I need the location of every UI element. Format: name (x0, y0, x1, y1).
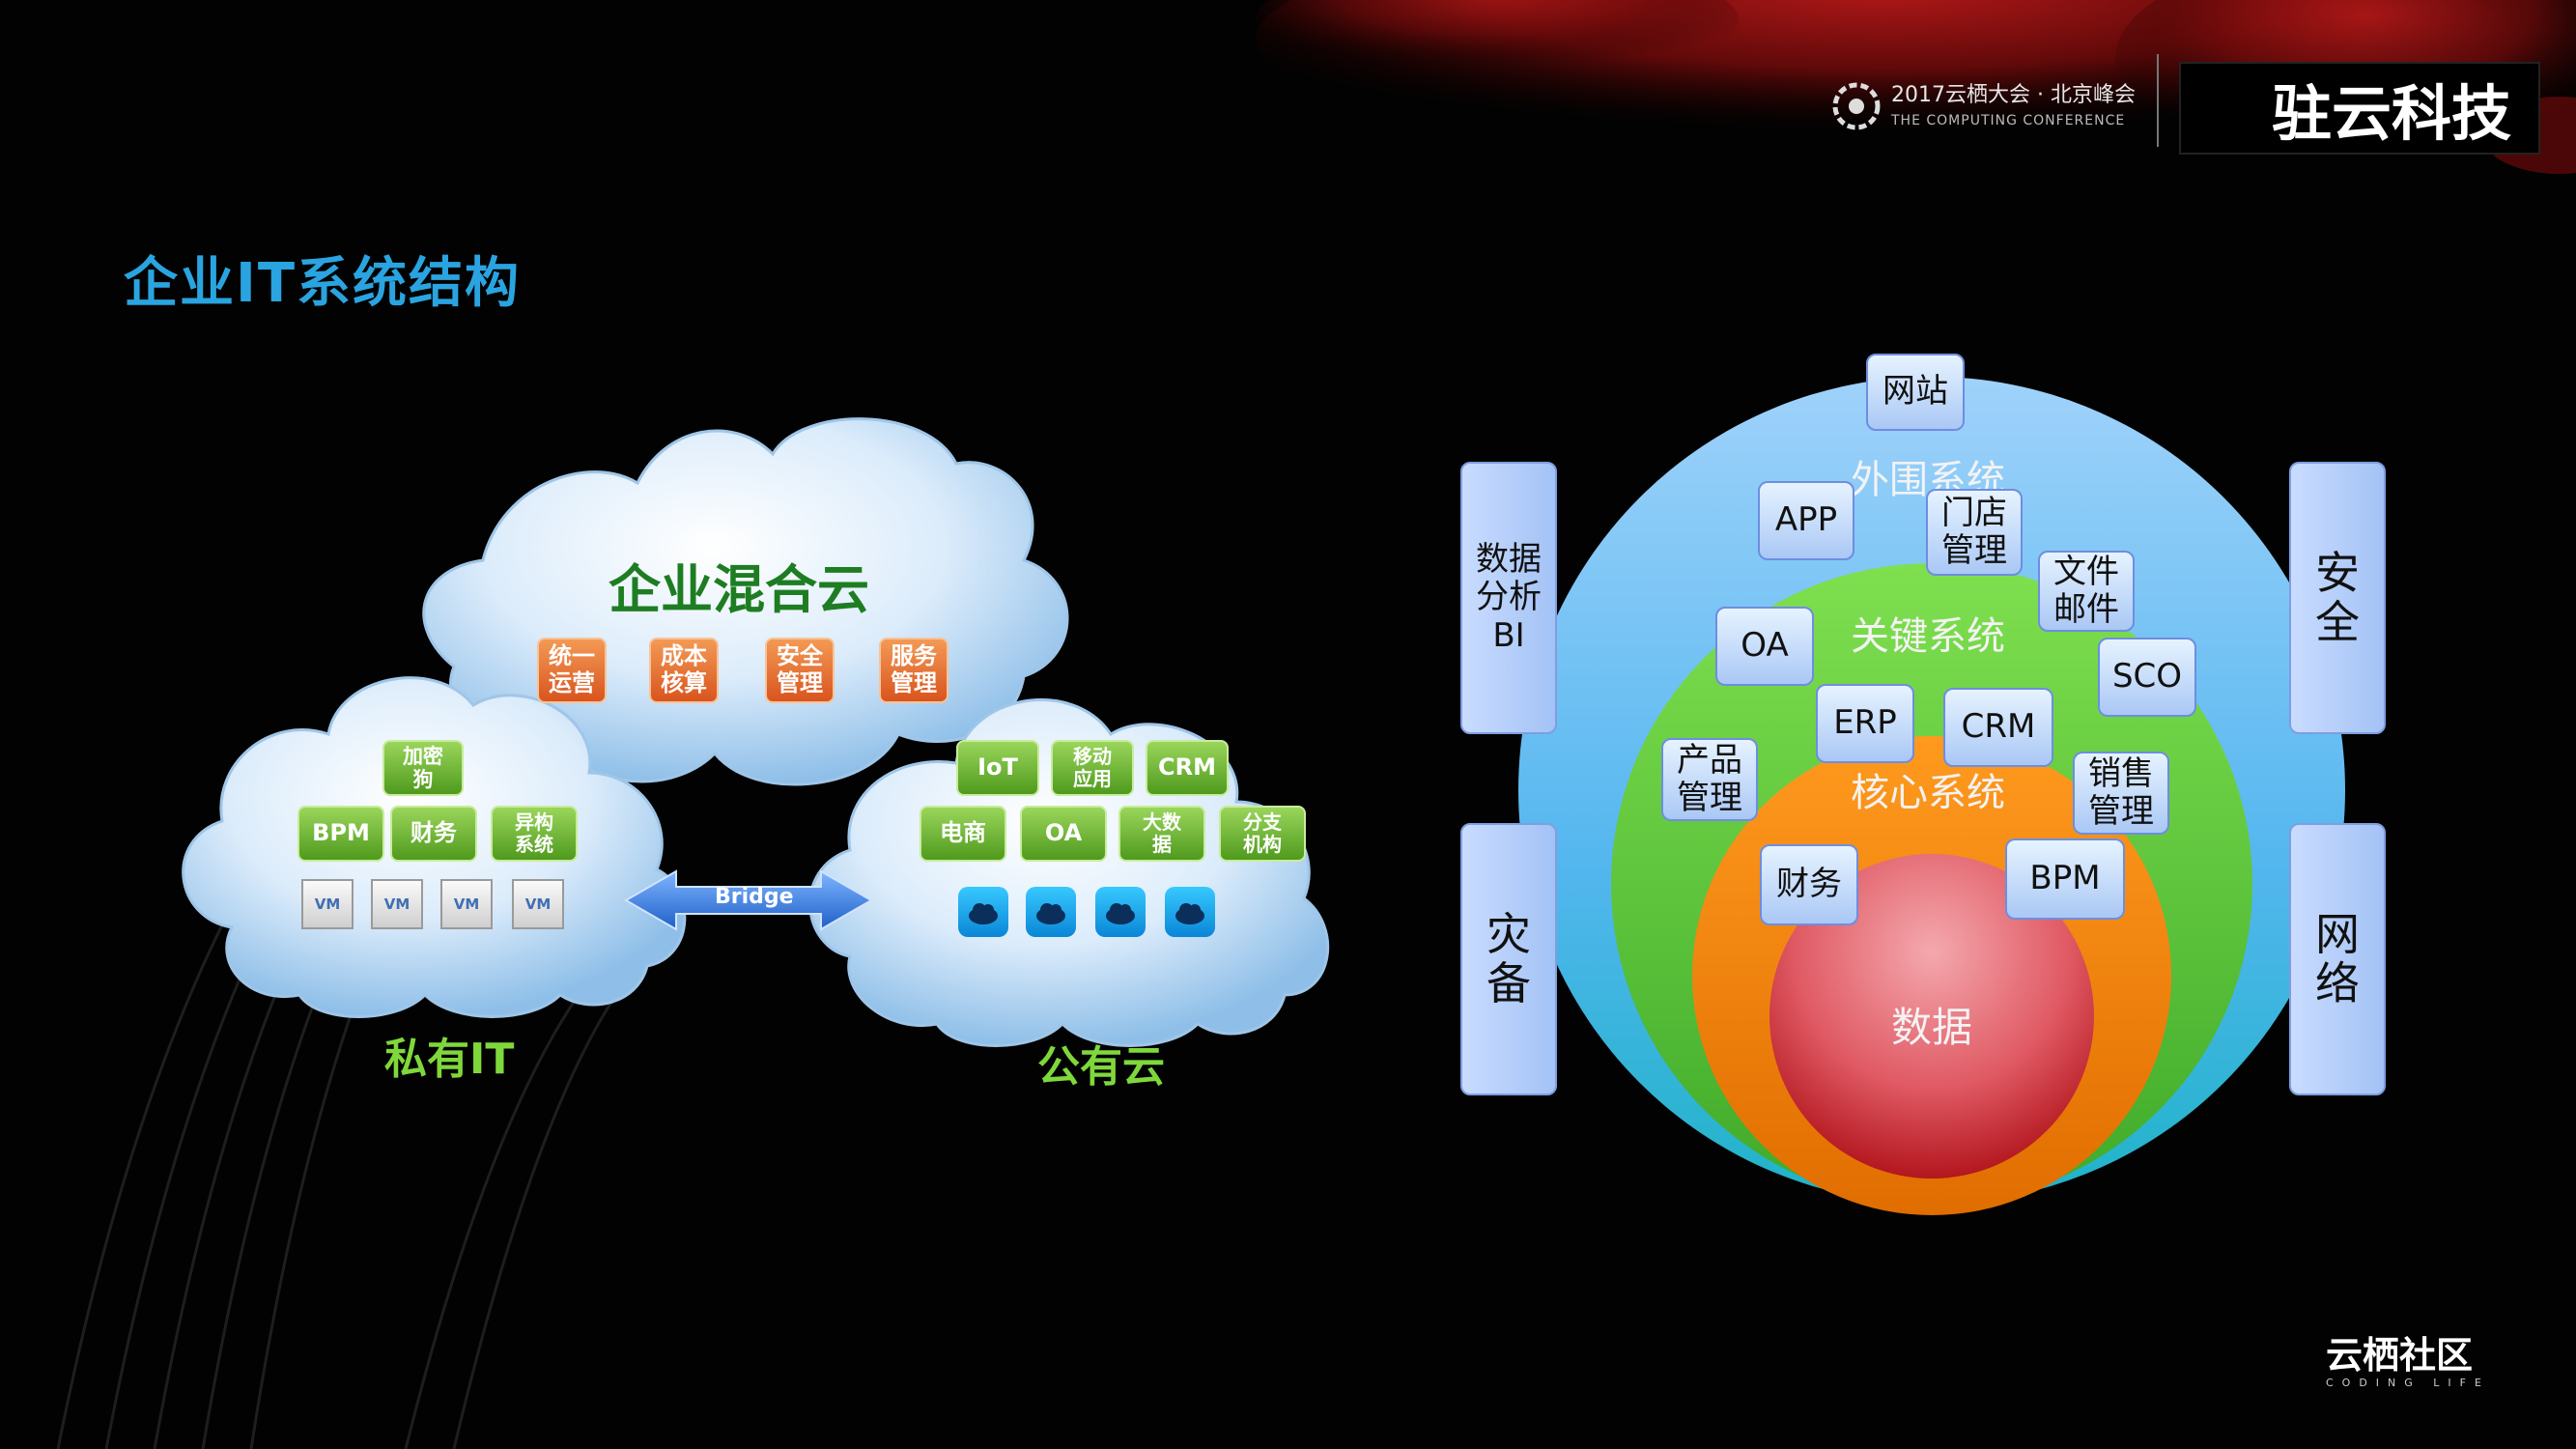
cloud-service-icon (958, 887, 1008, 937)
pill-product: 产品 管理 (1661, 738, 1758, 821)
private-item-dongle: 加密 狗 (382, 740, 464, 796)
public-item-ecommerce: 电商 (920, 806, 1006, 862)
private-item-finance: 财务 (390, 806, 477, 862)
public-item-crm: CRM (1146, 740, 1229, 796)
conference-name: 2017云栖大会 · 北京峰会 (1891, 83, 2136, 107)
vm-icon: VM (301, 879, 354, 929)
data-layer-circle (1769, 854, 2094, 1179)
community-name: 云栖社区 (2326, 1334, 2474, 1377)
cloud-service-icon (1095, 887, 1146, 937)
hybrid-item-security: 安全 管理 (765, 638, 835, 703)
core-layer-label: 核心系统 (1851, 771, 2005, 815)
pill-file-mail: 文件 邮件 (2038, 551, 2135, 632)
cloud-service-icons (958, 887, 1215, 937)
pill-bpm: BPM (2005, 838, 2125, 920)
cloud-service-icon (1026, 887, 1076, 937)
cloud-service-icon (1165, 887, 1215, 937)
side-network: 网 络 (2289, 823, 2386, 1095)
vm-icon: VM (440, 879, 493, 929)
bridge-arrow-icon (623, 869, 874, 931)
bridge-label: Bridge (715, 885, 794, 909)
hybrid-cloud-title: 企业混合云 (609, 559, 869, 620)
data-layer-label: 数据 (1891, 1004, 1973, 1051)
hybrid-item-ops: 统一 运营 (537, 638, 607, 703)
hybrid-item-service: 服务 管理 (879, 638, 948, 703)
side-disaster-recovery: 灾 备 (1460, 823, 1557, 1095)
vm-icon: VM (512, 879, 564, 929)
pill-sco: SCO (2098, 638, 2196, 717)
public-cloud-caption: 公有云 (1037, 1042, 1165, 1092)
community-logo: 云栖社区 CODING LIFE (2326, 1325, 2490, 1389)
conference-label: 2017云栖大会 · 北京峰会 THE COMPUTING CONFERENCE (1891, 83, 2136, 133)
pill-app: APP (1758, 481, 1854, 560)
private-item-bpm: BPM (297, 806, 384, 862)
slide-title: 企业IT系统结构 (124, 252, 522, 315)
pill-website: 网站 (1866, 354, 1965, 431)
public-item-branch: 分支 机构 (1219, 806, 1306, 862)
key-layer-label: 关键系统 (1851, 614, 2005, 659)
public-item-mobile: 移动 应用 (1051, 740, 1134, 796)
brand-badge: 驻云科技 (2179, 62, 2540, 155)
conference-logo-icon (1832, 82, 1881, 130)
pill-erp: ERP (1816, 684, 1914, 763)
side-data-analysis-bi: 数据 分析 BI (1460, 462, 1557, 734)
vm-icon: VM (371, 879, 423, 929)
hybrid-item-cost: 成本 核算 (649, 638, 719, 703)
public-item-bigdata: 大数 据 (1118, 806, 1205, 862)
private-it-caption: 私有IT (384, 1035, 515, 1084)
pill-oa: OA (1715, 607, 1814, 686)
public-item-oa: OA (1020, 806, 1107, 862)
community-tagline: CODING LIFE (2326, 1377, 2490, 1389)
public-item-iot: IoT (956, 740, 1039, 796)
conference-subtitle: THE COMPUTING CONFERENCE (1891, 113, 2126, 128)
pill-sales: 销售 管理 (2073, 752, 2169, 835)
private-item-heterogeneous: 异构 系统 (491, 806, 578, 862)
side-security: 安 全 (2289, 462, 2386, 734)
pill-crm: CRM (1943, 688, 2053, 767)
pill-finance: 财务 (1760, 844, 1858, 925)
pill-store: 门店 管理 (1926, 489, 2023, 576)
brand-name: 驻云科技 (2272, 78, 2512, 149)
